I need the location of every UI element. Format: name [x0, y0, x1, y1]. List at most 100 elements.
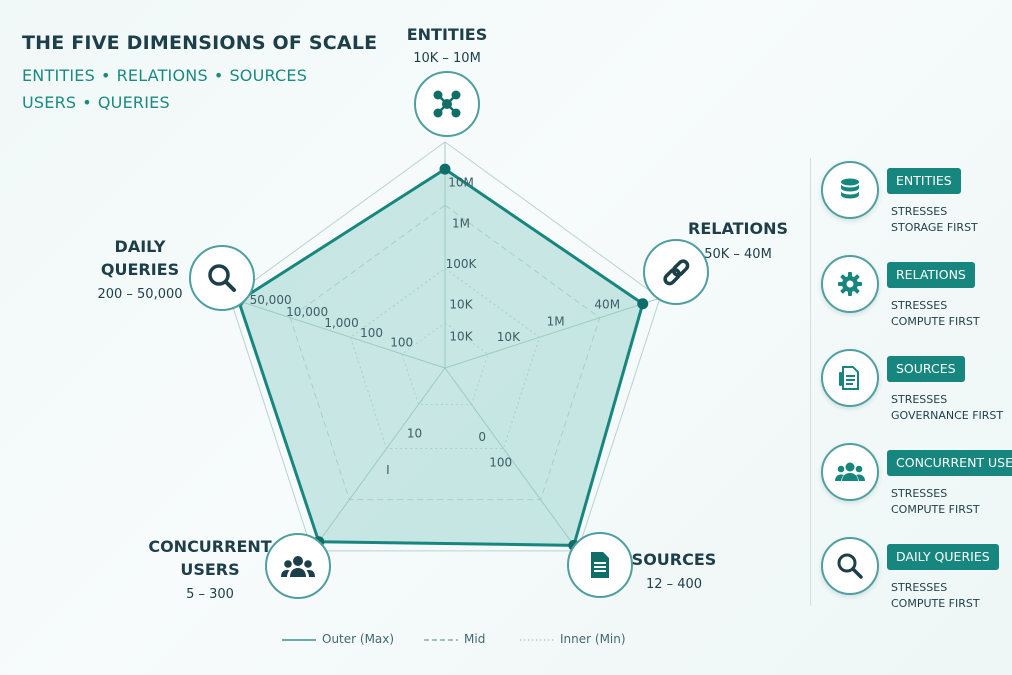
- icon-doc-line: [594, 566, 606, 568]
- axis-title: ENTITIES: [407, 25, 488, 44]
- icon-user: [304, 560, 312, 568]
- icon-node: [451, 108, 461, 118]
- icon-link: [663, 267, 681, 286]
- panel-badge: RELATIONS: [887, 262, 975, 288]
- legend-label: Mid: [464, 632, 486, 646]
- tick-label: 10K: [449, 298, 473, 312]
- icon-doc: [591, 552, 609, 578]
- tick-label: 0: [478, 430, 486, 444]
- axis-title: DAILY: [115, 237, 166, 256]
- database-icon: [821, 161, 879, 219]
- icon-node: [433, 108, 443, 118]
- panel-description: STRESSES GOVERNANCE FIRST: [891, 393, 1004, 422]
- magnifier-icon: [821, 537, 879, 595]
- axis-title: SOURCES: [632, 550, 717, 569]
- icon-user: [306, 570, 315, 577]
- icon-user: [290, 568, 306, 577]
- axis-range: 10K – 10M: [413, 51, 481, 66]
- document-list-icon: [821, 349, 879, 407]
- icon-link: [671, 259, 690, 277]
- icon-node: [442, 99, 452, 109]
- tick-label: 100: [360, 326, 383, 340]
- axis-spoke: [229, 297, 446, 369]
- axis-range: 12 – 400: [646, 577, 702, 592]
- panel-description: STRESSES COMPUTE FIRST: [891, 581, 980, 610]
- icon-user: [293, 556, 303, 566]
- legend-item-inner: Inner (Min): [520, 632, 626, 646]
- subtitle-item: ENTITIES: [22, 66, 95, 85]
- icon-user: [281, 570, 290, 577]
- icon-node: [451, 90, 461, 100]
- grid-ring-outer: [229, 141, 661, 552]
- subtitle-line-2: USERS • QUERIES: [22, 93, 170, 112]
- legend-label: Inner (Min): [560, 632, 626, 646]
- icon-user: [284, 560, 292, 568]
- tick-label: 40M: [594, 298, 620, 312]
- magnifier-icon: [189, 245, 255, 311]
- axis-title: CONCURRENT: [148, 537, 271, 556]
- axis-range: 50K – 40M: [704, 247, 772, 262]
- stress-panel: ENTITIES STRESSES STORAGE FIRST RELATION…: [810, 158, 1012, 610]
- panel-badge: DAILY QUERIES: [887, 544, 999, 570]
- axis-range: 200 – 50,000: [97, 287, 182, 302]
- panel-card-entities: ENTITIES STRESSES STORAGE FIRST: [821, 158, 1001, 238]
- icon-doc-line: [594, 562, 606, 564]
- tick-label: 100: [489, 456, 512, 470]
- tick-label: 10: [407, 426, 422, 440]
- page-title: THE FIVE DIMENSIONS OF SCALE: [22, 32, 378, 54]
- panel-description: STRESSES COMPUTE FIRST: [891, 299, 980, 328]
- users-group-icon: [821, 443, 879, 501]
- icon-lens: [208, 264, 230, 286]
- chain-link-icon: [643, 239, 709, 305]
- tick-label: 1M: [547, 314, 565, 328]
- panel-badge: CONCURRENT USERS: [887, 450, 1012, 476]
- axis-range: 5 – 300: [186, 587, 234, 602]
- subtitle-line-1: ENTITIES • RELATIONS • SOURCES: [22, 66, 307, 85]
- axis-spoke: [311, 367, 446, 552]
- tick-label: 1M: [452, 216, 470, 230]
- panel-description: STRESSES STORAGE FIRST: [891, 205, 978, 234]
- panel-badge: SOURCES: [887, 356, 965, 382]
- tick-label: 100K: [446, 257, 478, 271]
- axis-title: USERS: [180, 560, 239, 579]
- bullet-separator: •: [213, 66, 224, 85]
- subtitle-item: SOURCES: [229, 66, 308, 85]
- tick-label: 100: [390, 336, 413, 350]
- subtitle-item: RELATIONS: [116, 66, 208, 85]
- panel-description: STRESSES COMPUTE FIRST: [891, 487, 980, 516]
- tick-label: 10K: [497, 330, 521, 344]
- panel-card-users: CONCURRENT USERS STRESSES COMPUTE FIRST: [821, 440, 1012, 520]
- tick-label: I: [386, 463, 390, 477]
- data-point: [439, 163, 451, 175]
- legend-label: Outer (Max): [322, 632, 395, 646]
- axis-title: QUERIES: [101, 260, 179, 279]
- data-area: [237, 167, 645, 547]
- grid-ring-core: [401, 322, 489, 405]
- legend-swatch-dashed: [424, 638, 458, 641]
- subtitle-item: QUERIES: [97, 93, 170, 112]
- axis-spoke: [444, 297, 661, 369]
- panel-badge: ENTITIES: [887, 168, 961, 194]
- panel-card-relations: RELATIONS STRESSES COMPUTE FIRST: [821, 252, 1001, 332]
- axis-title: RELATIONS: [688, 219, 788, 238]
- tick-label: 1,000: [324, 316, 358, 330]
- tick-label: 10M: [448, 176, 474, 190]
- panel-card-sources: SOURCES STRESSES GOVERNANCE FIRST: [821, 346, 1003, 426]
- legend-swatch-dotted: [520, 639, 554, 640]
- panel-card-queries: DAILY QUERIES STRESSES COMPUTE FIRST: [821, 534, 1001, 614]
- bullet-separator: •: [82, 93, 92, 112]
- legend-item-mid: Mid: [424, 632, 485, 646]
- axis-spoke: [444, 367, 579, 552]
- legend-item-outer: Outer (Max): [282, 632, 394, 646]
- gear-icon: [821, 255, 879, 313]
- legend-swatch-solid: [282, 638, 316, 641]
- icon-node: [433, 90, 443, 100]
- bullet-separator: •: [100, 66, 111, 85]
- tick-label: 50,000: [250, 293, 292, 307]
- tick-label: 10,000: [286, 305, 328, 319]
- icon-handle: [224, 280, 236, 292]
- data-point: [637, 298, 649, 310]
- subtitle-item: USERS: [22, 93, 77, 112]
